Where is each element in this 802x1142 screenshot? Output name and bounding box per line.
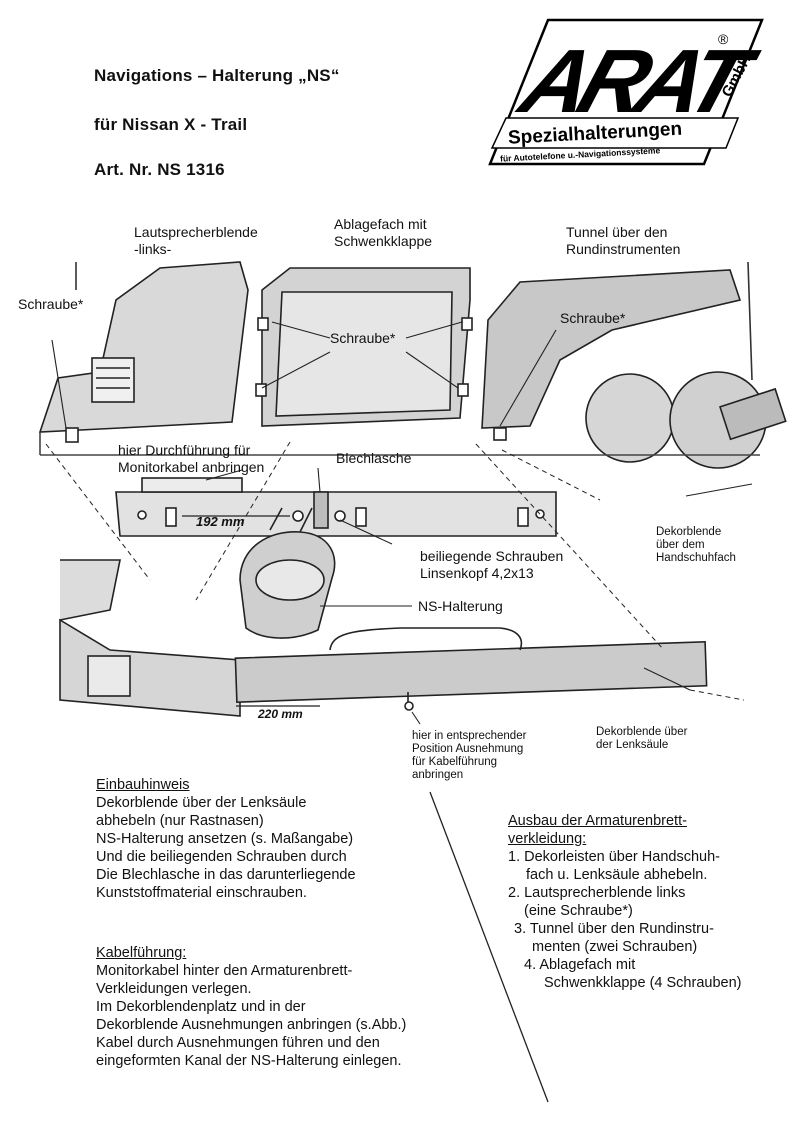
installation-line: Dekorblende über der Lenksäule [96, 795, 307, 811]
tunnel-shape [481, 269, 742, 429]
diagonal-leader-line [429, 791, 549, 1103]
installation-line: Und die beiliegenden Schrauben durch [96, 849, 347, 865]
gauge-left [585, 373, 675, 463]
removal-step: 3. Tunnel über den Rundinstru- [514, 921, 714, 937]
installation-heading: Einbauhinweis [96, 777, 190, 793]
label-cable-cutout: hier in entsprechender Position Ausnehmu… [412, 730, 527, 781]
removal-heading: Ausbau der Armaturenbrett- [508, 813, 687, 829]
removal-step: 4. Ablagefach mit [524, 957, 636, 973]
dimension-192: 192 mm [196, 514, 245, 529]
removal-step: (eine Schraube*) [524, 903, 633, 919]
cable-routing-line: Dekorblende Ausnehmungen anbringen (s.Ab… [96, 1017, 407, 1033]
sheet-tab [313, 491, 329, 529]
label-storage-compartment: Ablagefach mit Schwenkklappe [334, 216, 433, 249]
steering-column-trim [234, 640, 708, 703]
installation-line: NS-Halterung ansetzen (s. Maßangabe) [96, 831, 354, 847]
installation-line: abhebeln (nur Rastnasen) [96, 813, 264, 829]
dashboard-drawing: 192 mm 220 mm [38, 261, 787, 725]
label-screws-included: beiliegende Schrauben Linsenkopf 4,2x13 [420, 548, 564, 581]
removal-step: 2. Lautsprecherblende links [508, 885, 686, 901]
label-trim-steering: Dekorblende über der Lenksäule [596, 726, 688, 751]
article-number: Art. Nr. NS 1316 [94, 160, 225, 179]
logo-wordmark: ARAT [508, 30, 768, 131]
speaker-cover-shape [38, 261, 249, 433]
document-subtitle: für Nissan X - Trail [94, 115, 248, 134]
label-ns-holder: NS-Halterung [418, 598, 503, 614]
cable-routing-heading: Kabelführung: [96, 945, 187, 961]
cable-routing-line: Verkleidungen verlegen. [96, 981, 252, 997]
removal-step: 1. Dekorleisten über Handschuh- [508, 849, 720, 865]
section-installation: Einbauhinweis Dekorblende über der Lenks… [96, 776, 356, 902]
document-title: Navigations – Halterung „NS“ [94, 66, 340, 85]
dimension-220: 220 mm [257, 707, 303, 721]
section-cable-routing: Kabelführung: Monitorkabel hinter den Ar… [96, 944, 406, 1070]
label-trim-glovebox: Dekorblende über dem Handschuhfach [656, 526, 736, 564]
cable-routing-line: Kabel durch Ausnehmungen führen und den [96, 1035, 380, 1051]
label-tunnel: Tunnel über den Rundinstrumenten [566, 224, 681, 257]
removal-step: menten (zwei Schrauben) [532, 939, 698, 955]
label-sheet-tab: Blechlasche [336, 450, 412, 466]
logo-registered: ® [718, 31, 729, 47]
label-cable-passage: hier Durchführung für Monitorkabel anbri… [118, 442, 265, 475]
arat-logo: ARAT ® GmbH Spezialhalterungen für Autot… [488, 18, 768, 166]
cable-routing-line: Monitorkabel hinter den Armaturenbrett- [96, 963, 353, 979]
label-speaker-cover: Lautsprecherblende -links- [134, 224, 258, 257]
removal-heading: verkleidung: [508, 831, 587, 847]
removal-step: fach u. Lenksäule abhebeln. [526, 867, 708, 883]
label-screw-right: Schraube* [560, 310, 626, 326]
installation-line: Die Blechlasche in das darunterliegende [96, 867, 356, 883]
cable-routing-line: Im Dekorblendenplatz und in der [96, 999, 306, 1015]
label-screw-center: Schraube* [330, 330, 396, 346]
section-removal: Ausbau der Armaturenbrett- verkleidung: … [508, 812, 741, 992]
removal-step: Schwenkklappe (4 Schrauben) [544, 975, 742, 991]
installation-line: Kunststoffmaterial einschrauben. [96, 885, 307, 901]
cable-routing-line: eingeformten Kanal der NS-Halterung einl… [96, 1053, 402, 1069]
label-screw-left: Schraube* [18, 296, 84, 312]
